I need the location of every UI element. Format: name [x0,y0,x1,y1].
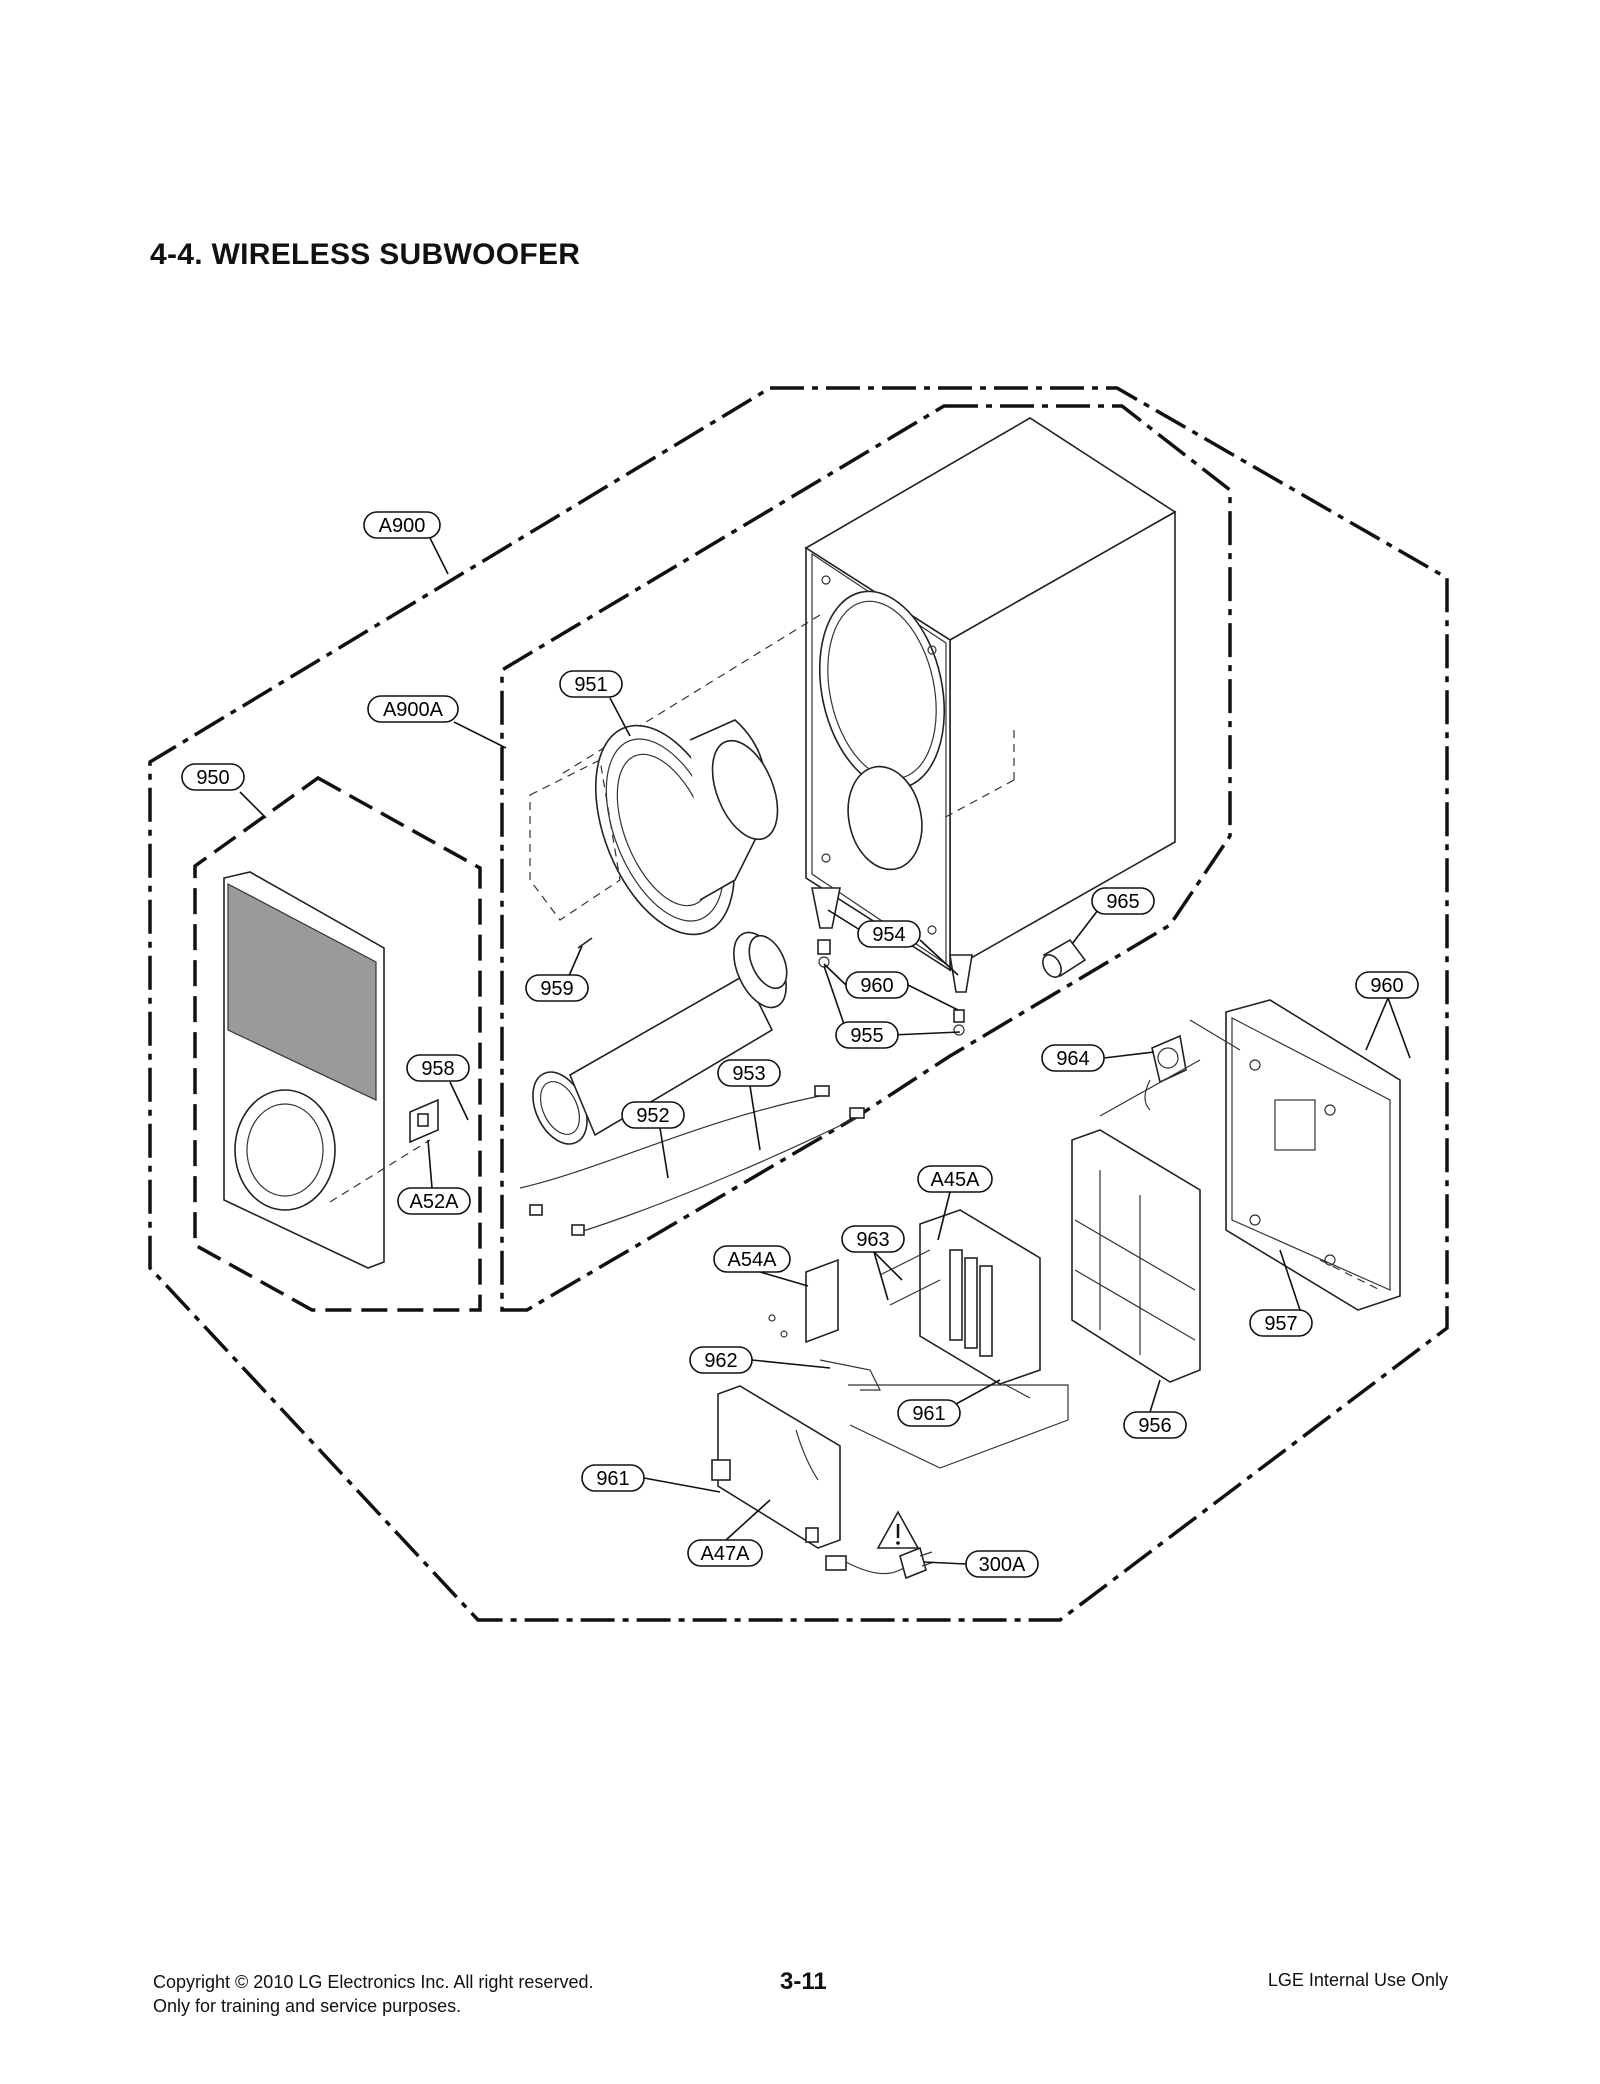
ferrite-core [1042,938,1087,978]
screw-959 [577,937,593,949]
woofer-driver [529,719,779,936]
speaker-terminal-board [409,1098,439,1144]
callout-960a-frame [845,971,909,999]
callout-957: 957 [1264,1313,1297,1335]
callout-963: 963 [856,1229,889,1251]
cooling-fan [1144,1034,1187,1111]
assembly-outline-950 [193,775,482,1312]
power-cord [825,1546,935,1580]
callout-956-frame [1123,1411,1187,1439]
callout-961a: 961 [912,1403,945,1425]
callout-955: 955 [850,1025,883,1047]
callout-a900a: A900A [383,699,444,721]
callout-a52a-frame [397,1187,471,1215]
callout-a900-frame [363,511,441,539]
callout-955-frame [835,1021,899,1049]
callout-952-frame [621,1101,685,1129]
callout-959-frame [525,974,589,1002]
footer-copyright: Copyright © 2010 LG Electronics Inc. All… [153,1970,593,2018]
callout-a45a-frame [917,1165,993,1193]
callout-953-frame [717,1059,781,1087]
speaker-cables [519,1085,865,1236]
callout-a52a: A52A [410,1191,460,1213]
assembly-outline-a900a [500,404,1232,1312]
callout-956: 956 [1138,1415,1171,1437]
callout-300a: 300A [979,1554,1026,1576]
footer-copyright-line2: Only for training and service purposes. [153,1996,462,2016]
page-title: 4-4. WIRELESS SUBWOOFER [150,238,581,271]
callout-a900: A900 [379,515,426,537]
callout-a47a-frame [687,1539,763,1567]
chassis-frame [1071,1129,1201,1383]
power-board-a47a [711,1385,841,1549]
callout-951: 951 [574,674,607,696]
front-grille [223,871,431,1269]
callout-a54a: A54A [728,1249,778,1271]
callout-964: 964 [1056,1048,1089,1070]
callout-961a-frame [897,1399,961,1427]
rear-panel-heatsink [1225,999,1401,1311]
page-number: 3-11 [780,1968,827,1995]
callout-961b: 961 [596,1468,629,1490]
spike-feet [811,887,973,1036]
assembly-outline-a900 [148,386,1449,1622]
control-board-a54a [768,1258,881,1391]
callout-965-frame [1091,887,1155,915]
callout-951-frame [559,670,623,698]
callout-a900a-frame [367,695,459,723]
bass-port-tube [532,931,788,1145]
callout-957-frame [1249,1309,1313,1337]
callout-958-frame [406,1054,470,1082]
callout-952: 952 [636,1105,669,1127]
callout-953: 953 [732,1063,765,1085]
callout-961b-frame [581,1464,645,1492]
footer-internal-use: LGE Internal Use Only [1267,1970,1448,1990]
assembly-guide-lines [848,1019,1241,1469]
callout-960b: 960 [1370,975,1403,997]
callout-a47a: A47A [701,1543,751,1565]
callout-960a: 960 [860,975,893,997]
amplifier-board-a45a [879,1209,1041,1385]
callout-958: 958 [421,1058,454,1080]
warning-icon [876,1510,920,1549]
callout-963-frame [841,1225,905,1253]
callouts: A900 A900A 951 950 954 965 959 960 [181,511,1419,1578]
footer-copyright-line1: Copyright © 2010 LG Electronics Inc. All… [153,1972,594,1992]
cabinet-enclosure [559,417,1177,972]
callout-964-frame [1041,1044,1105,1072]
callout-950-frame [181,763,245,791]
callout-a54a-frame [713,1245,791,1273]
callout-962: 962 [704,1350,737,1372]
callout-a45a: A45A [931,1169,981,1191]
callout-959: 959 [540,978,573,1000]
callout-962-frame [689,1346,753,1374]
callout-954: 954 [872,924,905,946]
callout-300a-frame [965,1550,1039,1578]
callout-950: 950 [196,767,229,789]
callout-960b-frame [1355,971,1419,999]
callout-954-frame [857,920,921,948]
callout-965: 965 [1106,891,1139,913]
